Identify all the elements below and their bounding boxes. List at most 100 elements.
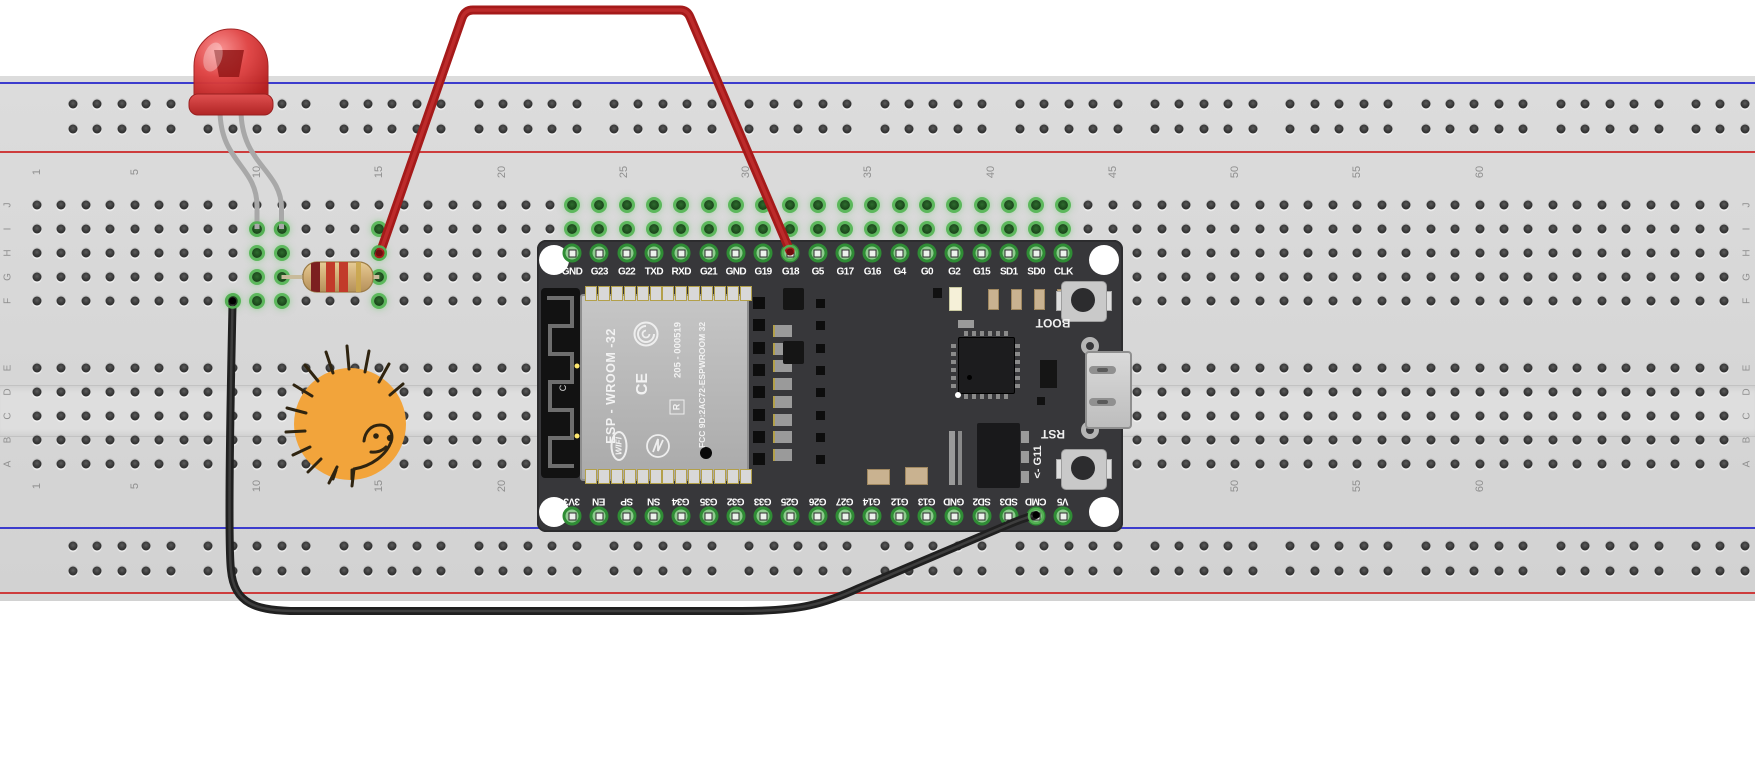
breadboard-hole-connected[interactable] [374, 296, 385, 306]
breadboard-hole-connected[interactable] [1031, 224, 1042, 234]
breadboard-hole-connected[interactable] [840, 200, 850, 210]
breadboard-hole [1377, 435, 1387, 445]
esp32-pin-bottom[interactable] [699, 506, 718, 526]
esp32-pin-top[interactable] [808, 243, 828, 263]
breadboard-hole [203, 248, 213, 258]
breadboard-hole-connected[interactable] [374, 224, 385, 234]
breadboard-hole-connected[interactable] [621, 224, 632, 234]
esp32-pin-top[interactable] [617, 243, 637, 263]
breadboard-hole-connected[interactable] [252, 272, 263, 282]
esp32-pin-bottom[interactable] [1053, 506, 1073, 526]
esp32-pin-top[interactable] [753, 243, 773, 263]
esp32-pin-bottom[interactable] [562, 506, 582, 526]
esp32-pin-top[interactable] [972, 243, 991, 263]
breadboard-hole-connected[interactable] [676, 200, 687, 210]
black-wire[interactable] [225, 297, 1040, 615]
red-wire[interactable] [374, 5, 795, 260]
esp32-pin-bottom[interactable] [835, 506, 855, 526]
esp32-pin-bottom[interactable] [644, 506, 664, 526]
breadboard-hole [1421, 566, 1430, 576]
esp32-pin-top[interactable] [699, 243, 718, 263]
breadboard-hole-connected[interactable] [949, 224, 960, 234]
breadboard-hole-connected[interactable] [1003, 224, 1014, 234]
breadboard-hole-connected[interactable] [785, 224, 796, 234]
breadboard-hole-connected[interactable] [676, 224, 687, 234]
esp32-pin-top[interactable] [589, 243, 609, 263]
breadboard-hole [1377, 296, 1387, 306]
breadboard-hole-connected[interactable] [1003, 200, 1014, 210]
esp32-pin-bottom[interactable] [780, 506, 800, 526]
breadboard-hole-connected[interactable] [594, 200, 605, 210]
esp32-pin-bottom[interactable] [808, 506, 828, 526]
esp32-pin-top[interactable] [1026, 243, 1046, 263]
breadboard-hole-connected[interactable] [276, 296, 287, 306]
breadboard-hole-connected[interactable] [1058, 224, 1069, 234]
breadboard-hole [1206, 296, 1216, 306]
breadboard-hole-connected[interactable] [276, 248, 287, 258]
esp32-pin-top[interactable] [862, 243, 882, 263]
esp32-pin-bottom[interactable] [726, 506, 746, 526]
breadboard-hole [472, 435, 482, 445]
breadboard-hole-connected[interactable] [921, 200, 932, 210]
breadboard-hole-connected[interactable] [976, 200, 987, 210]
breadboard-hole-connected[interactable] [730, 224, 741, 234]
breadboard-hole-connected[interactable] [976, 224, 987, 234]
esp32-pin-top[interactable] [671, 243, 691, 263]
breadboard-hole-connected[interactable] [921, 224, 932, 234]
esp32-pin-bottom[interactable] [589, 506, 609, 526]
breadboard-hole-connected[interactable] [894, 224, 905, 234]
breadboard-hole [1719, 200, 1729, 210]
esp32-pin-bottom[interactable] [917, 506, 937, 526]
breadboard-hole-connected[interactable] [567, 200, 577, 210]
esp32-pin-top[interactable] [562, 243, 582, 263]
breadboard-hole-connected[interactable] [594, 224, 605, 234]
esp32-pin-bottom[interactable] [753, 506, 773, 526]
breadboard-hole-connected[interactable] [252, 248, 263, 258]
breadboard-hole [1255, 387, 1264, 397]
breadboard-hole-connected[interactable] [703, 200, 714, 210]
smd-resistor [905, 467, 928, 485]
breadboard-hole-connected[interactable] [758, 200, 769, 210]
breadboard-hole-connected[interactable] [840, 224, 850, 234]
esp32-pin-bottom[interactable] [862, 506, 882, 526]
breadboard-hole [252, 387, 262, 397]
breadboard-hole-connected[interactable] [949, 200, 960, 210]
breadboard-hole-connected[interactable] [867, 224, 878, 234]
rst-button-cap[interactable] [1071, 456, 1095, 480]
esp32-pin-bottom[interactable] [890, 506, 910, 526]
breadboard-hole-connected[interactable] [703, 224, 714, 234]
breadboard-hole-connected[interactable] [812, 224, 823, 234]
esp32-pin-bottom[interactable] [671, 506, 691, 526]
breadboard-hole-connected[interactable] [648, 224, 659, 234]
esp32-chip[interactable] [958, 337, 1015, 394]
boot-button-cap[interactable] [1071, 288, 1095, 312]
breadboard-hole-connected[interactable] [730, 200, 741, 210]
breadboard-hole [523, 99, 533, 109]
esp32-pin-top[interactable] [835, 243, 855, 263]
breadboard-hole-connected[interactable] [567, 224, 577, 234]
esp32-pin-top[interactable] [890, 243, 910, 263]
esp32-pin-top[interactable] [726, 243, 746, 263]
breadboard-hole-connected[interactable] [867, 200, 878, 210]
esp32-pin-top[interactable] [917, 243, 937, 263]
breadboard-hole [928, 99, 938, 109]
resistor[interactable] [281, 261, 380, 293]
esp32-pin-top[interactable] [999, 243, 1019, 263]
esp32-pin-bottom[interactable] [944, 506, 964, 526]
breadboard-hole-connected[interactable] [894, 200, 905, 210]
breadboard-hole-connected[interactable] [758, 224, 769, 234]
esp32-pin-top[interactable] [1053, 243, 1073, 263]
breadboard-hole-connected[interactable] [1031, 200, 1042, 210]
esp32-pin-bottom[interactable] [972, 506, 991, 526]
breadboard-hole-connected[interactable] [621, 200, 632, 210]
esp32-pin-top[interactable] [644, 243, 664, 263]
breadboard-hole-connected[interactable] [252, 296, 263, 306]
red-led[interactable] [188, 28, 290, 237]
breadboard-hole-connected[interactable] [785, 200, 796, 210]
esp32-pin-bottom[interactable] [617, 506, 637, 526]
breadboard-hole-connected[interactable] [1058, 200, 1069, 210]
breadboard-hole-connected[interactable] [648, 200, 659, 210]
breadboard-hole [423, 272, 433, 282]
esp32-pin-top[interactable] [944, 243, 964, 263]
breadboard-hole-connected[interactable] [812, 200, 823, 210]
